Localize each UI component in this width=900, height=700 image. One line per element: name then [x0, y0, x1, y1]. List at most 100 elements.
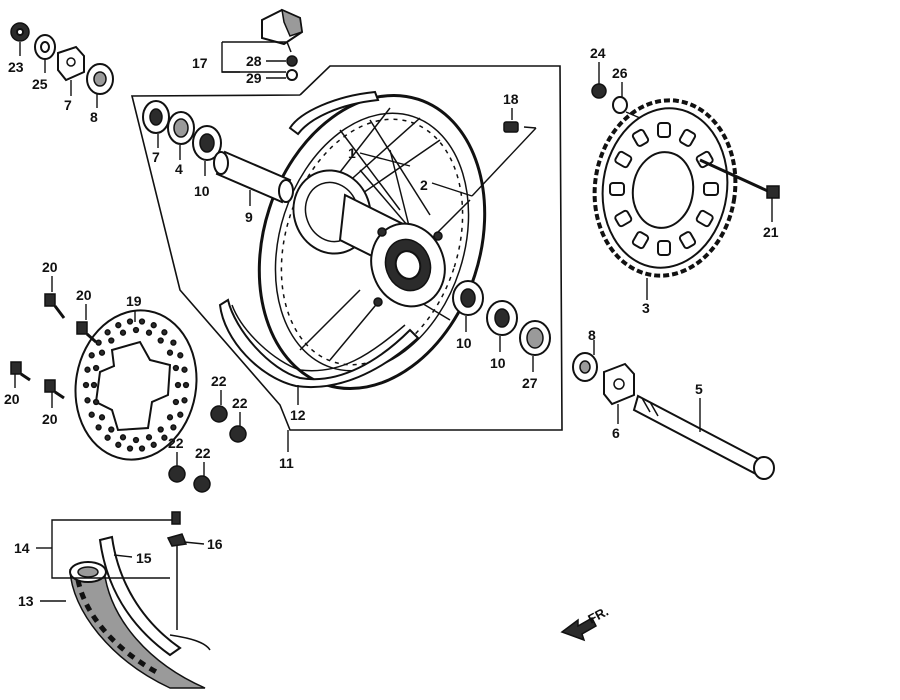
disc-hole: [95, 339, 102, 346]
tire-part-13: [69, 569, 211, 689]
callout-25: 25: [32, 76, 48, 92]
spacer-part-9: [213, 150, 294, 204]
sprocket-part-3: [592, 98, 738, 278]
valve-cap-part-18: [503, 121, 519, 133]
disc-hole: [170, 424, 177, 431]
disc-hole: [82, 381, 90, 389]
disc-hole: [119, 329, 127, 336]
disc-hole: [88, 352, 95, 359]
disc-hole: [126, 445, 134, 452]
disc-hole: [115, 441, 122, 448]
disc-hole: [161, 329, 168, 336]
disc-hole: [132, 436, 140, 444]
disc-hole: [126, 318, 134, 325]
disc-hole: [92, 364, 100, 372]
disc-hole: [84, 366, 91, 373]
disc-hole: [138, 318, 146, 325]
callout-10a: 10: [194, 183, 210, 199]
callout-22d: 22: [195, 445, 211, 461]
disc-hole: [115, 322, 122, 329]
callout-2: 2: [420, 177, 428, 193]
callout-24: 24: [590, 45, 606, 61]
callout-8a: 8: [90, 109, 98, 125]
collar-part-8a: [86, 63, 114, 95]
rim-band-part-14: [69, 561, 107, 583]
callout-10b: 10: [456, 335, 472, 351]
washer-part-29: [286, 69, 298, 81]
nut-part-24: [591, 83, 607, 99]
sprocket-cutout: [657, 240, 671, 256]
disc-hole: [84, 397, 91, 404]
callout-14: 14: [14, 540, 30, 556]
disc-hole: [166, 414, 174, 421]
callout-22b: 22: [232, 395, 248, 411]
callout-6: 6: [612, 425, 620, 441]
disc-hole: [145, 329, 153, 336]
callout-29: 29: [246, 70, 262, 86]
callout-28: 28: [246, 53, 262, 69]
valve-fitting-part-17: [261, 8, 304, 53]
disc-hole: [182, 381, 190, 389]
callout-1: 1: [348, 145, 356, 161]
disc-hole: [172, 398, 180, 406]
disc-hole: [104, 329, 111, 336]
disc-hole: [170, 339, 177, 346]
disc-hole: [95, 424, 102, 431]
sprocket-cutout: [678, 231, 697, 250]
disc-hole: [181, 366, 188, 373]
sprocket-cutout: [657, 122, 671, 138]
callout-5: 5: [695, 381, 703, 397]
disc-hole: [150, 322, 157, 329]
bolt-part-20c: [10, 361, 31, 382]
leader-lines: [14, 41, 773, 602]
bolt-part-20d: [44, 379, 65, 400]
disc-hole: [132, 326, 140, 334]
bearing-part-7b: [142, 100, 170, 134]
callout-22c: 22: [168, 435, 184, 451]
bearing-part-10c: [486, 300, 518, 336]
callout-13: 13: [18, 593, 34, 609]
disc-hole: [90, 381, 98, 389]
disc-hole: [98, 349, 106, 356]
disc-hole: [108, 426, 115, 433]
disc-hole: [174, 381, 182, 389]
seal-part-27: [519, 320, 551, 356]
disc-hole: [98, 414, 106, 421]
bearing-part-10a: [192, 125, 222, 161]
nut-part-23: [10, 22, 30, 42]
callout-17: 17: [192, 55, 208, 71]
callout-15: 15: [136, 550, 152, 566]
sprocket-cutout: [703, 182, 719, 196]
callout-20a: 20: [42, 259, 58, 275]
disc-hole: [181, 397, 188, 404]
sprocket-cutout: [614, 209, 633, 228]
callout-7a: 7: [64, 97, 72, 113]
callout-27: 27: [522, 375, 538, 391]
washer-part-26b: [612, 96, 628, 114]
bearing-part-10b: [452, 280, 484, 316]
callout-12: 12: [290, 407, 306, 423]
disc-hole: [138, 445, 146, 452]
washer-part-25: [34, 34, 56, 60]
disc-hole: [88, 411, 95, 418]
callout-16: 16: [207, 536, 223, 552]
brake-disc-part-19: [74, 309, 198, 461]
disc-hole: [172, 364, 180, 372]
callout-labels: 1 2 3 4 5 6 7 7 8 8 9 10 10 10 11 12 13 …: [4, 45, 779, 609]
callout-11: 11: [279, 455, 294, 471]
disc-hole: [157, 426, 164, 433]
callout-23: 23: [8, 59, 24, 75]
callout-4: 4: [175, 161, 183, 177]
disc-hole: [92, 398, 100, 406]
disc-hole: [119, 434, 127, 441]
disc-hole: [145, 434, 153, 441]
inner-tube-part-15: [98, 535, 182, 657]
callout-21: 21: [763, 224, 779, 240]
disc-hole: [177, 352, 184, 359]
valve-part-16: [166, 511, 188, 630]
sprocket-cutouts: [609, 122, 719, 256]
bolt-part-20a: [44, 293, 66, 319]
callout-3: 3: [642, 300, 650, 316]
nut-part-28: [286, 55, 298, 67]
